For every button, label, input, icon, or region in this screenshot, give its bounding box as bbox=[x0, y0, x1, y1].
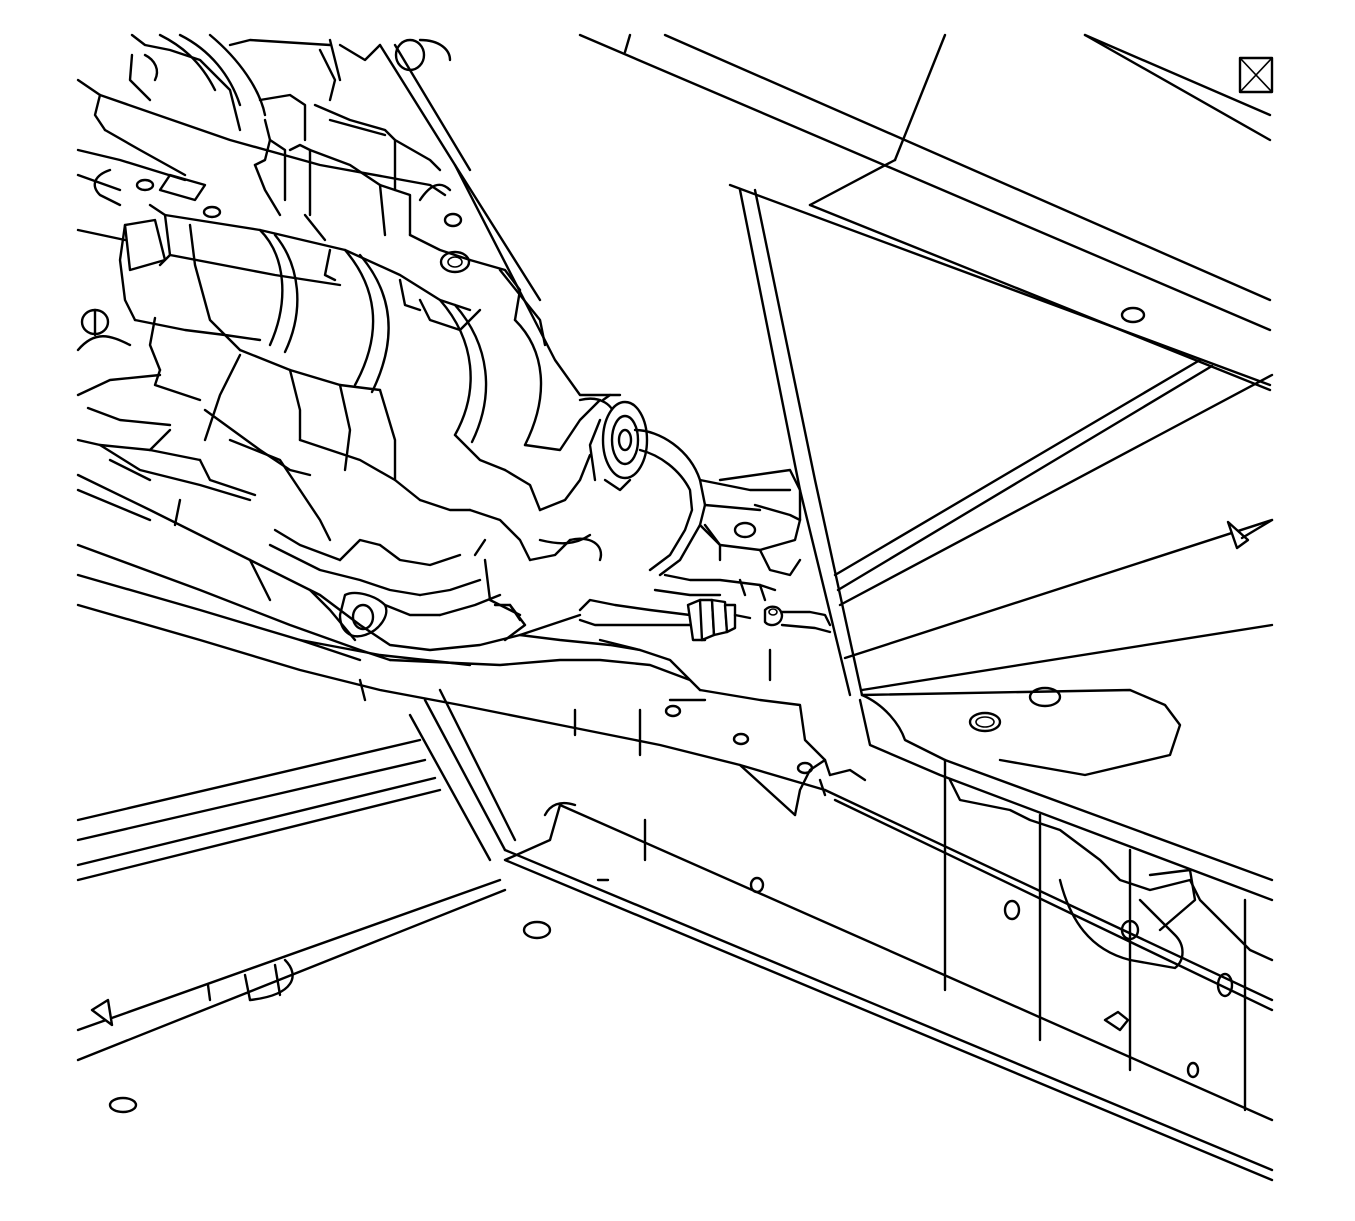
lower-floor-panel bbox=[860, 686, 1182, 777]
tunnel-left-flange bbox=[76, 473, 867, 817]
transmission-rear-housing bbox=[228, 38, 612, 397]
drain-plug-cone-right bbox=[1226, 518, 1274, 550]
output-shaft-fitting bbox=[588, 393, 649, 492]
transmission-mount bbox=[698, 468, 802, 577]
crossmember bbox=[76, 688, 517, 882]
lower-left-floor-panel bbox=[76, 878, 552, 1114]
transmission-case bbox=[76, 33, 617, 642]
cooler-lines bbox=[578, 428, 832, 642]
tunnel-right-wall bbox=[738, 188, 1274, 697]
upper-floor-panel bbox=[578, 33, 1274, 392]
frame-rail bbox=[503, 693, 1274, 1182]
